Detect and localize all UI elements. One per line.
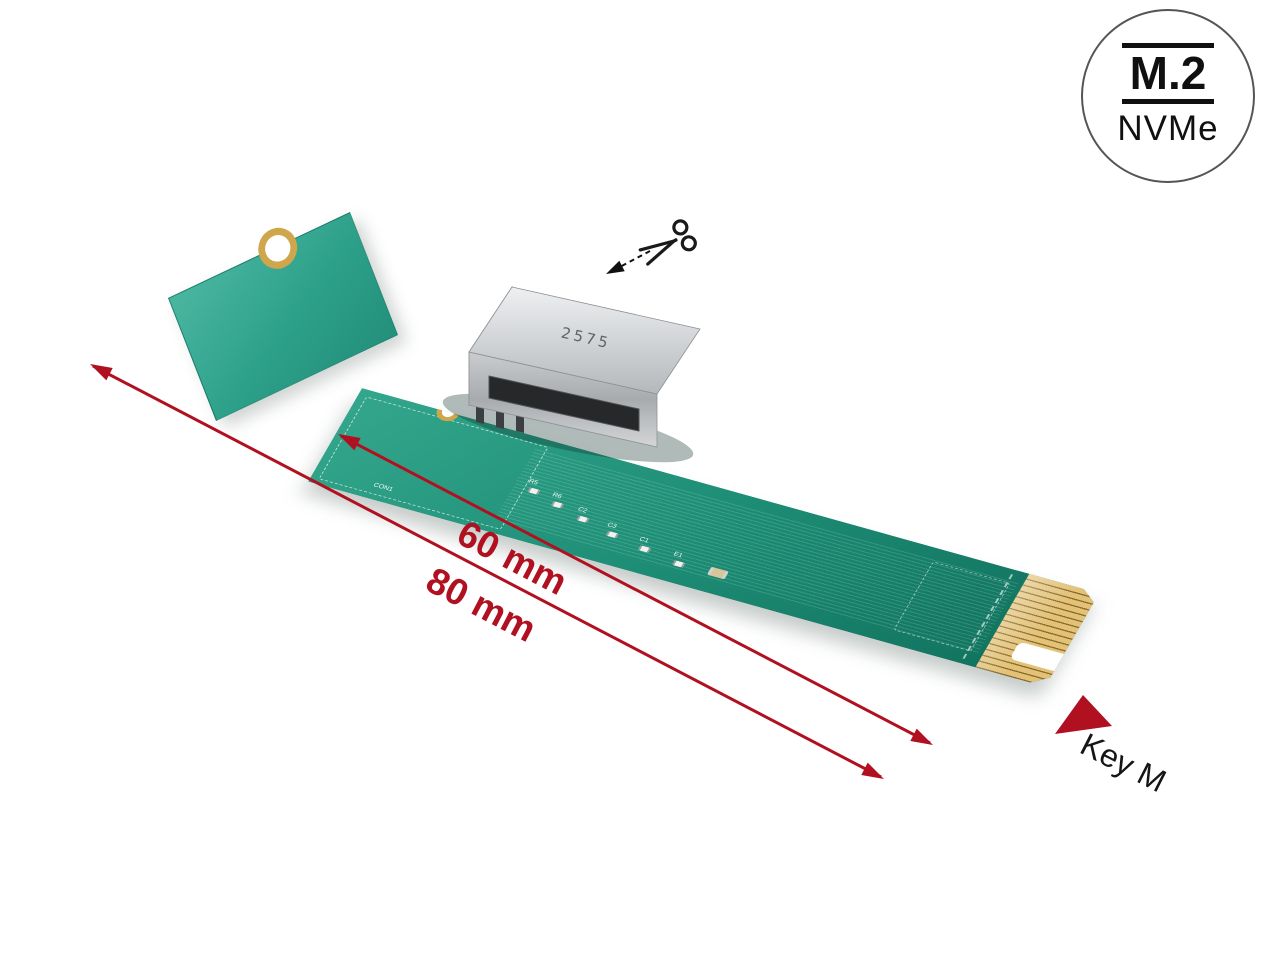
connector-leg (476, 404, 484, 424)
badge-title: M.2 (1121, 42, 1215, 105)
badge-subtitle: NVMe (1117, 109, 1219, 149)
oculink-connector: 2575 (468, 285, 701, 448)
cut-arrowhead-icon (606, 260, 625, 274)
connector-leg (516, 413, 524, 433)
m2-nvme-badge: M.2 NVMe (1081, 9, 1255, 183)
dimension-arrowhead-icon (90, 364, 113, 381)
dimension-arrowhead-icon (861, 762, 884, 779)
dimension-arrowhead-icon (338, 434, 361, 451)
cut-dashed-line (615, 250, 651, 270)
dimension-line-60 (338, 434, 933, 745)
connector-slot (488, 375, 640, 432)
scissors-icon (638, 219, 697, 266)
connector-top-face (468, 286, 701, 395)
dimension-arrowhead-icon (910, 728, 933, 745)
key-m-pointer-icon (1055, 695, 1112, 734)
dimension-line-80 (90, 364, 884, 779)
connector-leg (496, 409, 504, 429)
